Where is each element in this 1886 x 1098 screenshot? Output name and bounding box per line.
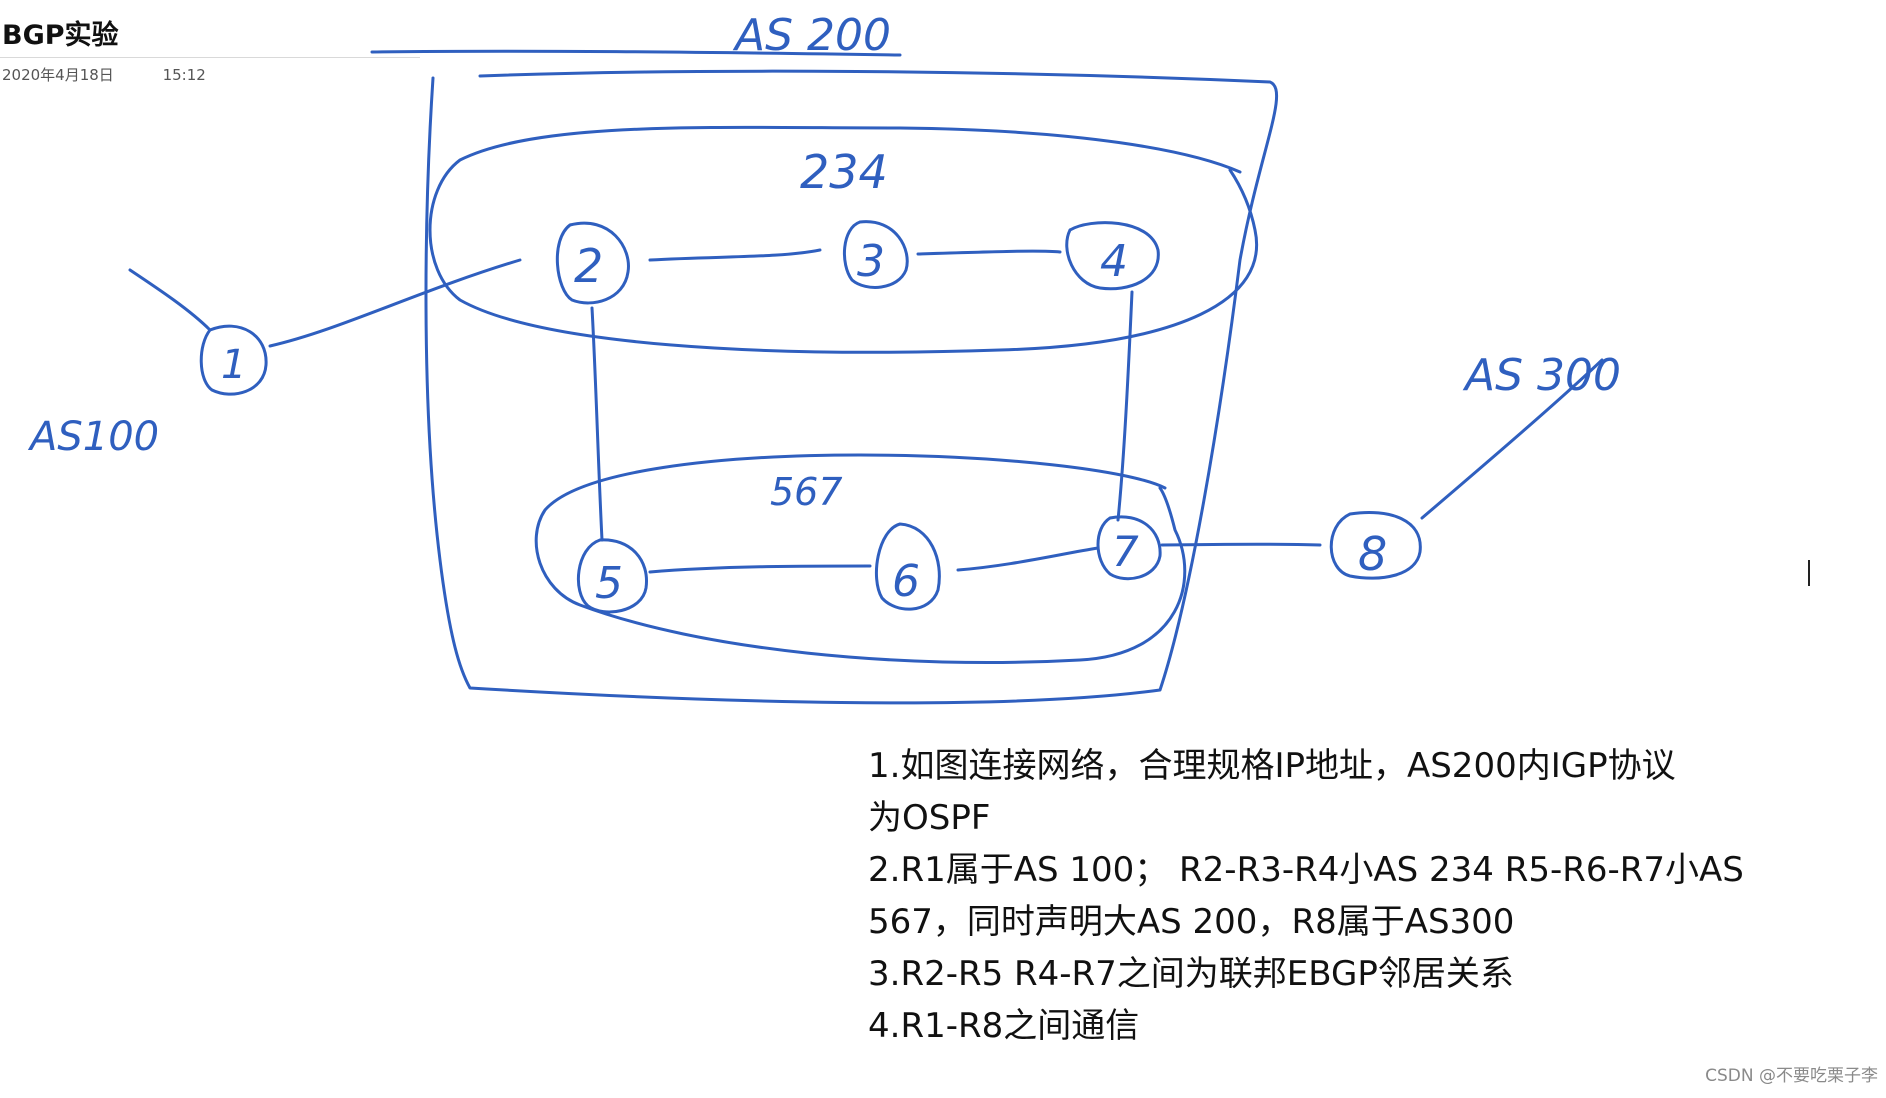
requirement-line: 为OSPF xyxy=(868,798,991,838)
link-r2-r3 xyxy=(648,248,822,262)
page-date: 2020年4月18日 xyxy=(2,66,114,85)
router-r5-label: 5 xyxy=(595,558,623,609)
router-r7: 7 xyxy=(1096,515,1162,581)
outer-as-label: AS 200 xyxy=(732,10,891,61)
page-title: BGP实验 xyxy=(2,20,119,51)
router-r4: 4 xyxy=(1065,221,1160,291)
requirement-line: 3.R2-R5 R4-R7之间为联邦EBGP邻居关系 xyxy=(868,954,1514,994)
link-r4-r7 xyxy=(1116,290,1134,522)
router-r4-label: 4 xyxy=(1100,236,1128,287)
link-r8-as300 xyxy=(1420,358,1604,520)
outer-as-top-stroke xyxy=(370,49,902,57)
router-r1-label: 1 xyxy=(221,342,246,388)
router-r3: 3 xyxy=(842,220,909,289)
link-r5-r6 xyxy=(648,564,872,574)
right-as-label: AS 300 xyxy=(1462,350,1621,401)
link-r3-r4 xyxy=(916,249,1062,256)
link-r7-r8 xyxy=(1160,542,1322,547)
link-r1-stub xyxy=(128,268,212,332)
title-divider xyxy=(0,57,420,59)
sub-as-234-boundary xyxy=(428,125,1258,354)
router-r8-label: 8 xyxy=(1358,527,1387,581)
link-r6-r7 xyxy=(956,546,1100,572)
router-r7-label: 7 xyxy=(1112,527,1139,576)
router-r3-label: 3 xyxy=(857,236,885,287)
link-r2-r5 xyxy=(590,306,604,542)
sub-as-234-label: 234 xyxy=(800,145,888,199)
outer-as-boundary xyxy=(424,69,1278,705)
requirement-line: 2.R1属于AS 100； R2-R3-R4小AS 234 R5-R6-R7小A… xyxy=(868,850,1744,890)
router-r8: 8 xyxy=(1329,511,1422,581)
requirement-line: 1.如图连接网络，合理规格IP地址，AS200内IGP协议 xyxy=(868,746,1676,786)
router-r2-label: 2 xyxy=(574,239,603,293)
requirement-line: 567，同时声明大AS 200，R8属于AS300 xyxy=(868,902,1515,942)
requirements-list: 1.如图连接网络，合理规格IP地址，AS200内IGP协议 为OSPF 2.R1… xyxy=(868,740,1798,1052)
router-r6-label: 6 xyxy=(892,556,920,607)
sub-as-567-label: 567 xyxy=(770,470,843,514)
router-r1: 1 xyxy=(199,324,268,396)
router-r2: 2 xyxy=(555,221,630,305)
requirement-line: 4.R1-R8之间通信 xyxy=(868,1006,1140,1046)
page-time: 15:12 xyxy=(162,66,206,85)
text-cursor xyxy=(1808,560,1810,586)
page-header: BGP实验 2020年4月18日 15:12 xyxy=(0,20,420,85)
link-r1-r2 xyxy=(268,258,522,348)
router-r5: 5 xyxy=(576,538,648,614)
router-r6: 6 xyxy=(874,522,941,611)
page-meta: 2020年4月18日 15:12 xyxy=(0,64,420,85)
sub-as-567-boundary xyxy=(534,453,1187,665)
watermark: CSDN @不要吃栗子李 xyxy=(1705,1066,1878,1086)
left-as-label: AS100 xyxy=(27,414,159,460)
